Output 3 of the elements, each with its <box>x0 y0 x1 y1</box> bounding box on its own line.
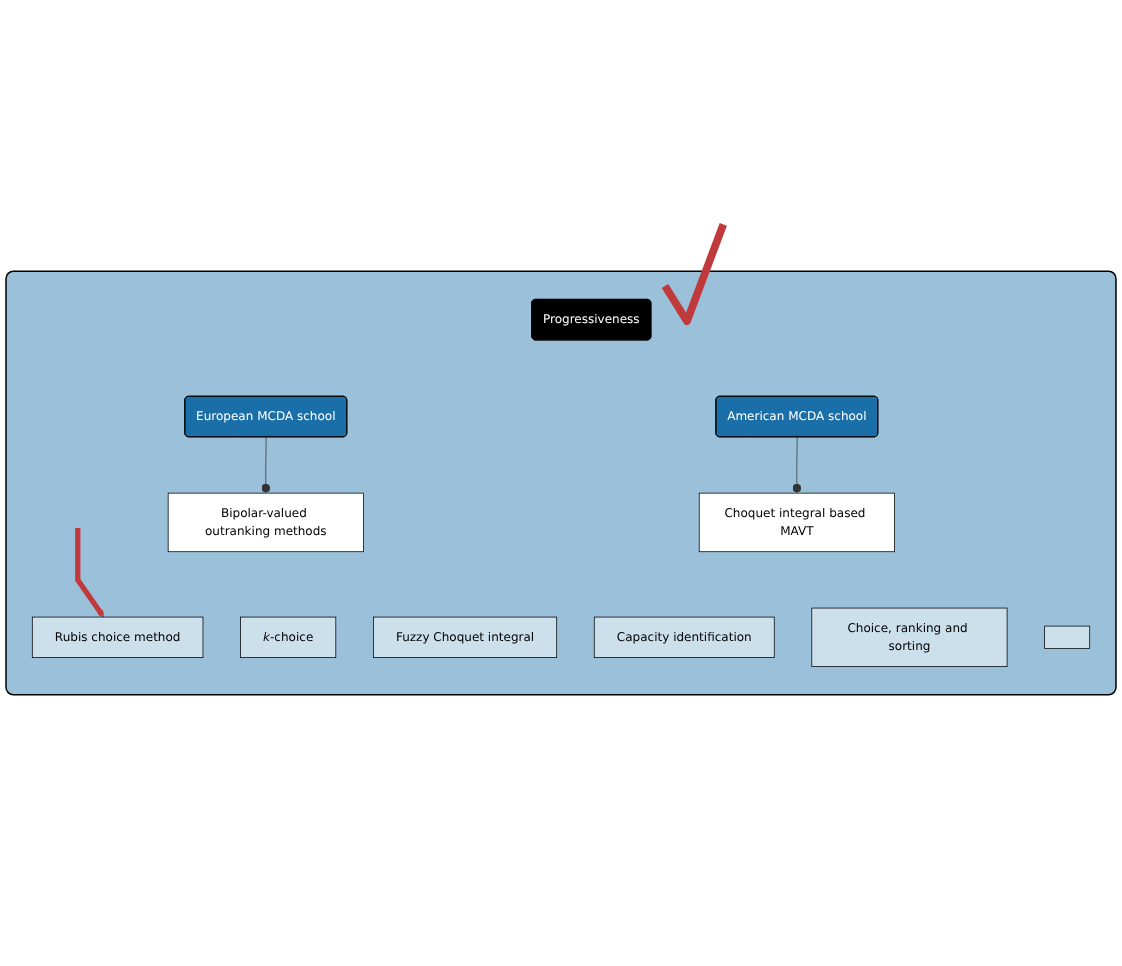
arrow <box>75 528 105 618</box>
cluster <box>5 270 1117 696</box>
node-box <box>1044 625 1091 649</box>
